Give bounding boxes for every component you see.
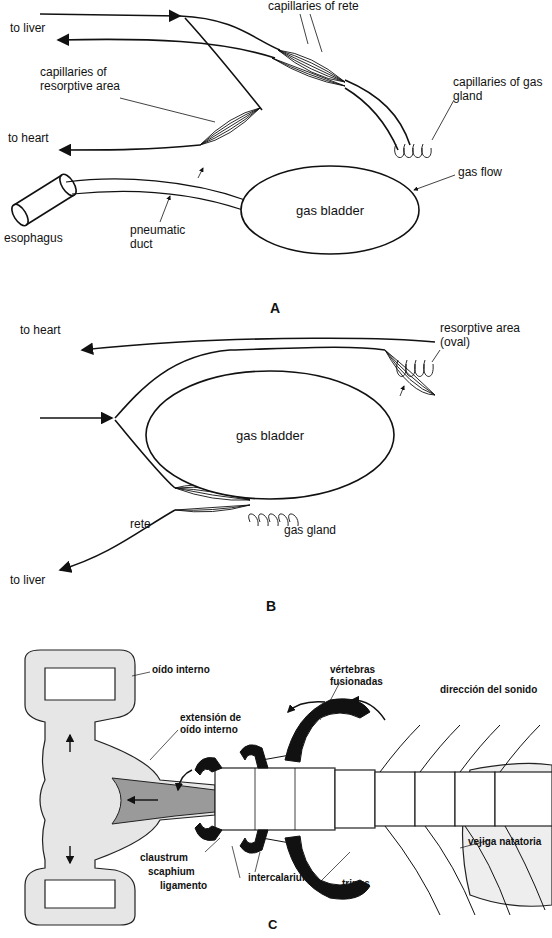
- part-label: resorptive area (oval): [440, 322, 548, 350]
- panel-label: ligamento: [160, 880, 207, 892]
- capillary: [175, 505, 250, 512]
- panel-label: A: [270, 300, 280, 316]
- part-label: to liver: [10, 574, 45, 588]
- panel-label: tripus: [342, 878, 370, 890]
- capillary: [413, 144, 423, 158]
- panel-label: dirección del sonido: [440, 684, 540, 696]
- capillary: [415, 360, 425, 376]
- capillary: [272, 58, 345, 86]
- capillary: [385, 350, 435, 395]
- part-label: rete: [130, 518, 151, 532]
- part-label: capillaries of resorptive area: [40, 66, 128, 94]
- capillary: [200, 108, 260, 145]
- capillary: [404, 144, 414, 158]
- part-label: to heart: [20, 324, 61, 338]
- node-text: gas bladder: [236, 428, 304, 443]
- capillary: [259, 514, 269, 526]
- capillary: [200, 108, 260, 145]
- panel-label: extensión de oído interno: [180, 712, 250, 735]
- capillary: [397, 360, 407, 376]
- capillary: [385, 350, 435, 395]
- capillary: [272, 58, 345, 86]
- part-label: capillaries of rete: [268, 0, 359, 14]
- panel-label: vértebras fusionadas: [330, 664, 420, 687]
- part-label: to liver: [10, 22, 45, 36]
- capillary: [424, 360, 434, 376]
- capillary: [200, 108, 260, 145]
- capillary: [406, 360, 416, 376]
- part-label: gas gland: [284, 524, 336, 538]
- capillary: [269, 514, 279, 526]
- capillary: [249, 514, 259, 526]
- part-label: pneumatic duct: [130, 224, 200, 252]
- node-text: gas bladder: [296, 203, 364, 218]
- panel-label: oído interno: [152, 664, 210, 676]
- capillary: [272, 58, 345, 86]
- panel-label: B: [266, 598, 276, 614]
- part-label: esophagus: [4, 232, 63, 246]
- panel-label: C: [268, 918, 277, 933]
- panel-label: vejiga natatoria: [468, 836, 548, 848]
- panel-label: intercalarium: [248, 872, 311, 884]
- part-label: to heart: [8, 132, 49, 146]
- capillary: [422, 144, 432, 158]
- panel-label: scaphium: [148, 866, 195, 878]
- capillary: [200, 108, 260, 145]
- panel-label: claustrum: [140, 852, 188, 864]
- gas-bladder-ellipse: gas bladder: [145, 370, 395, 500]
- capillary: [200, 108, 260, 145]
- part-label: gas flow: [458, 166, 502, 180]
- capillary: [385, 350, 435, 395]
- part-label: capillaries of gas gland: [453, 76, 548, 104]
- capillary: [385, 350, 435, 395]
- gas-bladder-ellipse: gas bladder: [240, 165, 420, 255]
- capillary: [395, 144, 405, 158]
